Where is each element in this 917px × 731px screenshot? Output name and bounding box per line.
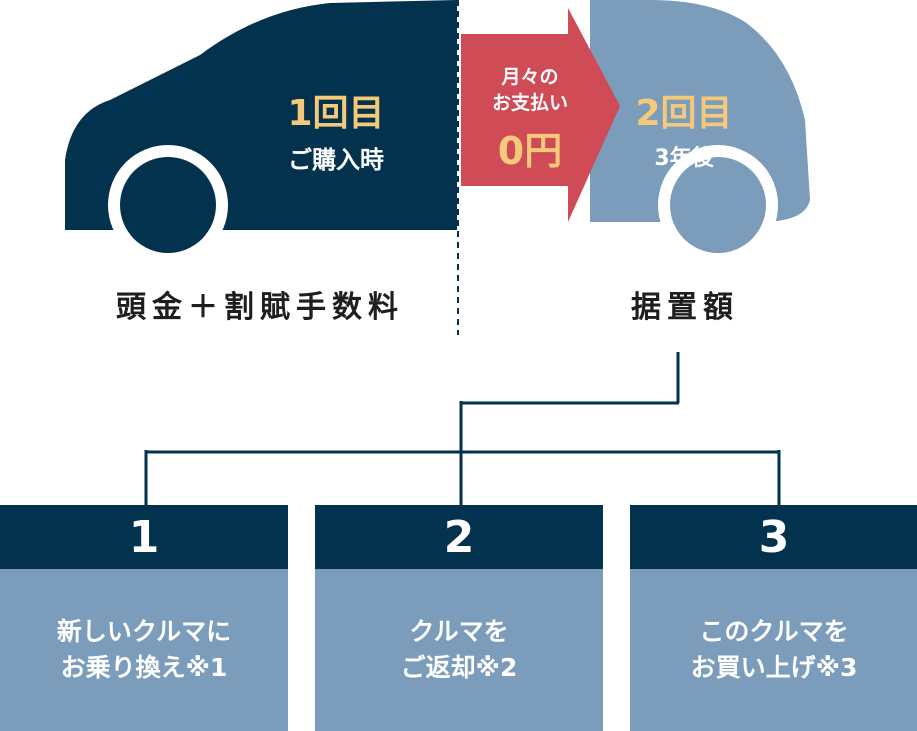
option-body: クルマを ご返却※2	[315, 569, 603, 731]
caption-down-payment: 頭金＋割賦手数料	[116, 290, 404, 325]
option-text-line2: ご返却※2	[400, 653, 518, 682]
option-number: 2	[315, 505, 603, 569]
option-text-line1: このクルマを	[699, 617, 849, 646]
payment-arrow	[461, 8, 620, 222]
second-payment-subtitle: 3年後	[654, 146, 714, 171]
arrow-label-line2: お支払い	[491, 92, 568, 114]
caption-deferred-amount: 据置額	[631, 290, 739, 325]
option-box-2: 2 クルマを ご返却※2	[315, 505, 603, 731]
front-wheel-hub	[120, 157, 216, 253]
option-number: 1	[0, 505, 288, 569]
option-text-line2: お乗り換え※1	[60, 653, 228, 682]
first-payment-title: 1回目	[287, 93, 385, 134]
connector-lines	[144, 352, 781, 505]
first-payment-subtitle: ご購入時	[288, 146, 384, 174]
rear-wheel-hub	[670, 157, 766, 253]
option-box-1: 1 新しいクルマに お乗り換え※1	[0, 505, 288, 731]
option-text-line1: 新しいクルマに	[56, 617, 232, 646]
option-body: 新しいクルマに お乗り換え※1	[0, 569, 288, 731]
option-text-line2: お買い上げ※3	[690, 653, 858, 682]
option-body: このクルマを お買い上げ※3	[630, 569, 917, 731]
option-box-3: 3 このクルマを お買い上げ※3	[630, 505, 917, 731]
second-payment-title: 2回目	[635, 93, 733, 134]
arrow-label-amount: 0円	[497, 129, 563, 173]
option-number: 3	[630, 505, 917, 569]
option-text-line1: クルマを	[409, 617, 509, 646]
arrow-label-line1: 月々の	[501, 66, 559, 88]
